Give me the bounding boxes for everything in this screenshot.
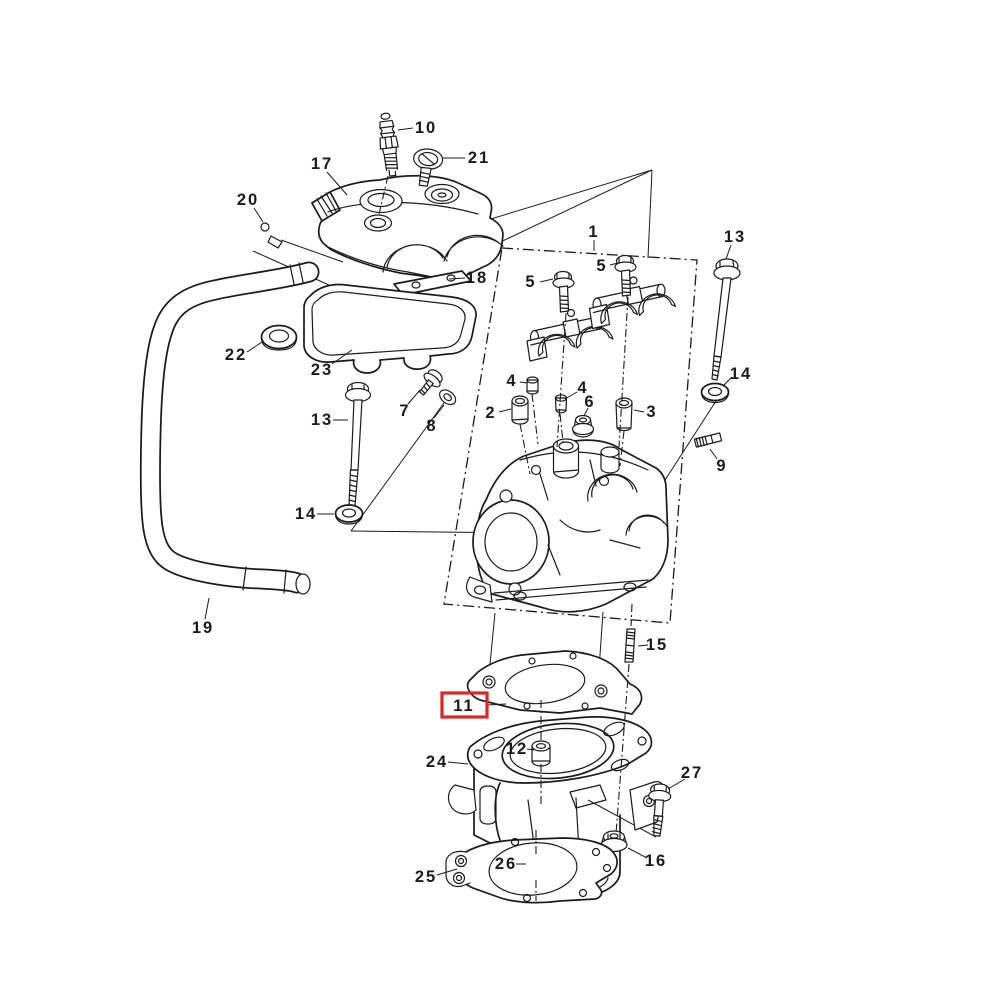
cylinder-head <box>465 438 669 613</box>
grommet <box>260 324 298 351</box>
leader-line-9 <box>709 448 718 460</box>
base-gasket <box>445 837 618 904</box>
round-head-screw <box>413 148 444 187</box>
callout-8: 8 <box>426 417 437 435</box>
flange-bolt <box>648 783 672 837</box>
callout-25: 25 <box>415 868 437 886</box>
callout-3: 3 <box>646 403 657 421</box>
valve-pad-left <box>526 376 539 395</box>
washer <box>700 382 730 404</box>
leader-line-3 <box>633 409 645 413</box>
hose-clip <box>260 222 283 249</box>
washer <box>334 504 364 525</box>
leader-line-22 <box>246 341 263 353</box>
callout-10: 10 <box>415 119 437 137</box>
highlight-box-11 <box>440 691 489 719</box>
callout-17: 17 <box>311 155 333 173</box>
cylinder-head-cover <box>311 174 504 283</box>
leader-line-12 <box>526 748 535 751</box>
leader-line-4 <box>564 391 578 400</box>
leader-line-8 <box>433 404 445 419</box>
callout-22: 22 <box>225 346 247 364</box>
leader-line-7 <box>407 389 421 405</box>
callout-24: 24 <box>426 753 448 771</box>
leader-line-4 <box>519 381 528 384</box>
leader-line-27 <box>667 778 686 790</box>
rocker-bolt <box>552 270 575 313</box>
leader-line-15 <box>637 644 649 647</box>
leader-line-13 <box>725 244 732 260</box>
spark-plug <box>379 112 399 177</box>
callout-11: 11 <box>453 697 474 715</box>
leader-line-11 <box>486 703 507 706</box>
callout-15: 15 <box>646 636 668 654</box>
rocker-arm-assembly <box>588 276 677 330</box>
tappet-right <box>615 397 633 432</box>
spring-seat <box>571 414 595 438</box>
tappet-left <box>511 395 529 425</box>
long-bolt-right <box>711 258 741 381</box>
callout-18: 18 <box>466 269 488 287</box>
callout-2: 2 <box>485 404 496 422</box>
callout-5: 5 <box>525 273 536 291</box>
callout-12: 12 <box>506 740 528 758</box>
callout-6: 6 <box>584 393 595 411</box>
cover-gasket <box>303 283 477 374</box>
leader-line-19 <box>204 597 210 620</box>
stud-long <box>624 628 636 663</box>
center-axes <box>378 175 633 901</box>
callout-1: 1 <box>588 223 599 241</box>
leader-line-24 <box>447 761 469 765</box>
leader-line-16 <box>627 847 648 859</box>
callout-20: 20 <box>237 191 259 209</box>
leader-line-14 <box>722 376 733 387</box>
callout-4: 4 <box>506 372 517 390</box>
callout-23: 23 <box>311 361 333 379</box>
callout-14: 14 <box>730 365 752 383</box>
leader-line-23 <box>331 349 353 365</box>
leader-line-10 <box>397 127 414 131</box>
group-1-dashed-box <box>443 247 698 624</box>
small-bolt <box>419 369 443 396</box>
leader-line-20 <box>253 207 264 223</box>
breather-hose <box>139 261 320 595</box>
callout-13: 13 <box>724 228 746 246</box>
callout-21: 21 <box>468 149 490 167</box>
callout-26: 26 <box>495 855 517 873</box>
head-gasket <box>466 650 643 715</box>
leader-line-17 <box>326 171 348 196</box>
callout-16: 16 <box>645 852 667 870</box>
leader-line-5 <box>609 262 619 266</box>
valve-pad-right <box>554 394 568 414</box>
dowel-pin <box>531 740 551 767</box>
callout-4: 4 <box>577 379 588 397</box>
parts-artwork <box>139 112 741 904</box>
callout-19: 19 <box>192 619 214 637</box>
callout-9: 9 <box>716 457 727 475</box>
leader-line-5 <box>539 278 554 283</box>
small-washer <box>439 389 457 406</box>
rocker-arm-assembly <box>526 308 614 362</box>
long-bolt-left <box>344 381 372 507</box>
leader-line-18 <box>448 277 466 280</box>
callout-7: 7 <box>399 402 410 420</box>
stud-short <box>693 432 723 448</box>
callout-13: 13 <box>311 411 333 429</box>
leader-line-2 <box>498 408 512 413</box>
callout-27: 27 <box>681 764 703 782</box>
flange-nut <box>600 830 628 853</box>
leader-line-25 <box>436 868 458 876</box>
leader-line-6 <box>583 407 589 417</box>
callout-14: 14 <box>295 505 317 523</box>
callout-5: 5 <box>596 257 607 275</box>
